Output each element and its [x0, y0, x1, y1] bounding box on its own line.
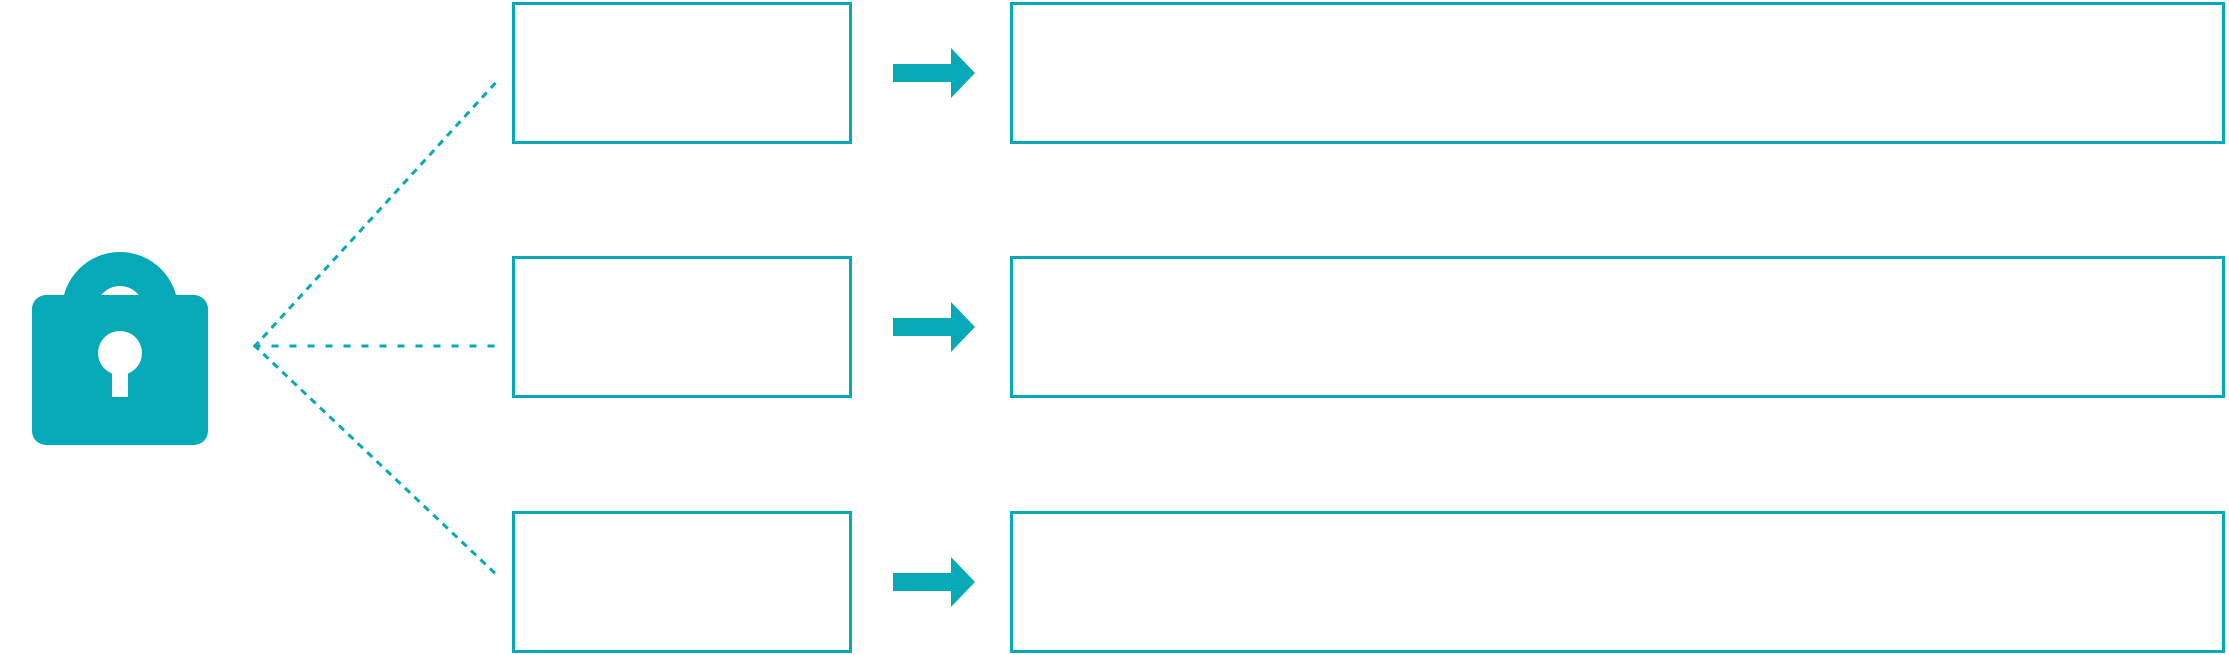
target-box[interactable] — [1010, 511, 2225, 653]
lock-icon — [20, 145, 220, 445]
arrow-right-icon — [893, 300, 975, 354]
arrow-right-icon — [893, 555, 975, 609]
source-box[interactable] — [512, 2, 852, 144]
diagram-row — [0, 2, 2229, 144]
diagram-row — [0, 511, 2229, 653]
target-box[interactable] — [1010, 256, 2225, 398]
target-box[interactable] — [1010, 2, 2225, 144]
diagram-row — [0, 256, 2229, 398]
arrow-right-icon — [893, 46, 975, 100]
source-box[interactable] — [512, 256, 852, 398]
source-box[interactable] — [512, 511, 852, 653]
